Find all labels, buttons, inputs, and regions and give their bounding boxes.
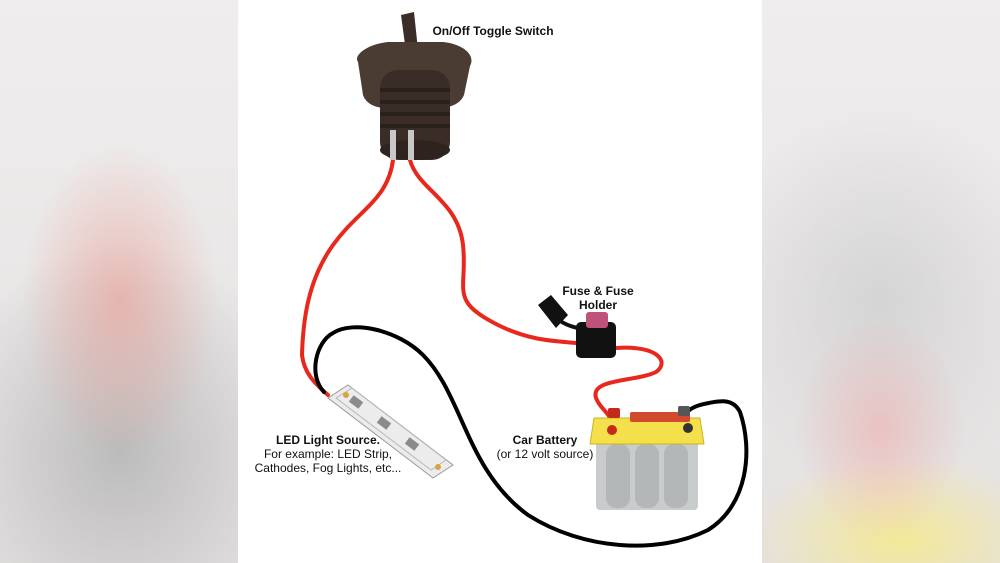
positive-wire-fuse-to-battery [593,345,664,420]
wiring-diagram [299,12,749,548]
ground-wire-led-to-battery [313,325,749,548]
led-strip-icon [327,384,454,479]
positive-wire-switch-to-led [299,158,395,397]
fuse-label: Fuse & Fuse Holder [548,284,648,312]
led-label-line1: For example: LED Strip, [263,447,393,461]
switch-label: On/Off Toggle Switch [418,24,568,38]
car-battery-icon [589,406,705,510]
battery-label: Car Battery (or 12 volt source) [490,433,600,461]
diagram-panel: On/Off Toggle Switch Fuse & Fuse Holder … [238,0,762,563]
positive-wire-switch-to-fuse [408,158,592,347]
fuse-label-line1: Fuse & Fuse [562,284,634,298]
led-label-line2: Cathodes, Fog Lights, etc... [254,461,402,475]
switch-label-title: On/Off Toggle Switch [432,24,554,38]
battery-label-title: Car Battery [512,433,578,447]
led-label-title: LED Light Source. [275,433,380,447]
led-label: LED Light Source. For example: LED Strip… [248,433,408,475]
fuse-holder-icon [538,295,616,358]
toggle-switch-icon [357,12,472,160]
fuse-label-line2: Holder [578,298,617,312]
battery-label-line1: (or 12 volt source) [496,447,594,461]
